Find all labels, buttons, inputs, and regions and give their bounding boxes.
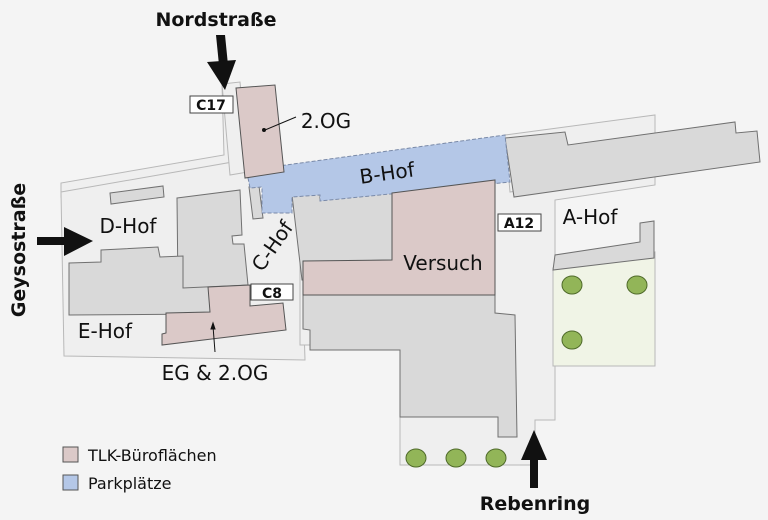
street-label-north: Nordstraße [155,9,276,31]
legend-label-offices: TLK-Büroflächen [87,446,217,465]
courtyard-label-a: A-Hof [563,205,619,229]
courtyard-label-d: D-Hof [100,214,158,238]
office-versuch [302,179,496,296]
tag-a12-text: A12 [504,216,534,232]
tag-c8-text: C8 [262,286,282,302]
legend-label-parking: Parkplätze [88,474,172,493]
office-areas [161,84,496,346]
building-a-north [504,121,761,198]
arrow-up-icon [521,430,547,488]
area-label-c17-floor: 2.OG [301,109,351,133]
building-a-east-wing [552,220,655,271]
parking-b-hof [247,134,511,214]
building-tag-c8: C8 [250,283,294,302]
trees [405,275,648,468]
street-label-west: Geysostraße [8,183,30,317]
area-label-versuch: Versuch [403,251,482,275]
tree [626,275,648,295]
arrow-down-icon [207,35,236,90]
legend: TLK-Büroflächen Parkplätze [62,446,217,493]
arrow-right-icon [37,227,93,256]
courtyard-label-e: E-Hof [78,319,133,343]
street-arrows [37,35,547,488]
tree [485,448,507,468]
area-label-c8-floors: EG & 2.OG [162,361,269,385]
building-tag-c17: C17 [189,95,234,114]
building-tag-a12: A12 [497,213,542,232]
office-c8 [161,284,287,346]
legend-item-parking: Parkplätze [62,474,172,493]
pointer-c8 [212,325,216,353]
pointer-c17 [264,116,297,131]
pointer-c8-head [210,321,216,330]
legend-swatch-offices [62,446,79,463]
legend-item-offices: TLK-Büroflächen [62,446,217,465]
pointer-c17-dot [262,128,266,132]
legend-swatch-parking [62,474,79,491]
street-label-south: Rebenring [480,493,591,515]
tree [405,448,427,468]
buildings [68,121,761,438]
tree [445,448,467,468]
tree [561,330,583,350]
building-central-south [302,292,518,438]
tag-c17-text: C17 [196,98,226,114]
tree [561,275,583,295]
pointers [210,116,297,353]
building-d-small [109,185,165,205]
office-c17 [235,84,285,179]
